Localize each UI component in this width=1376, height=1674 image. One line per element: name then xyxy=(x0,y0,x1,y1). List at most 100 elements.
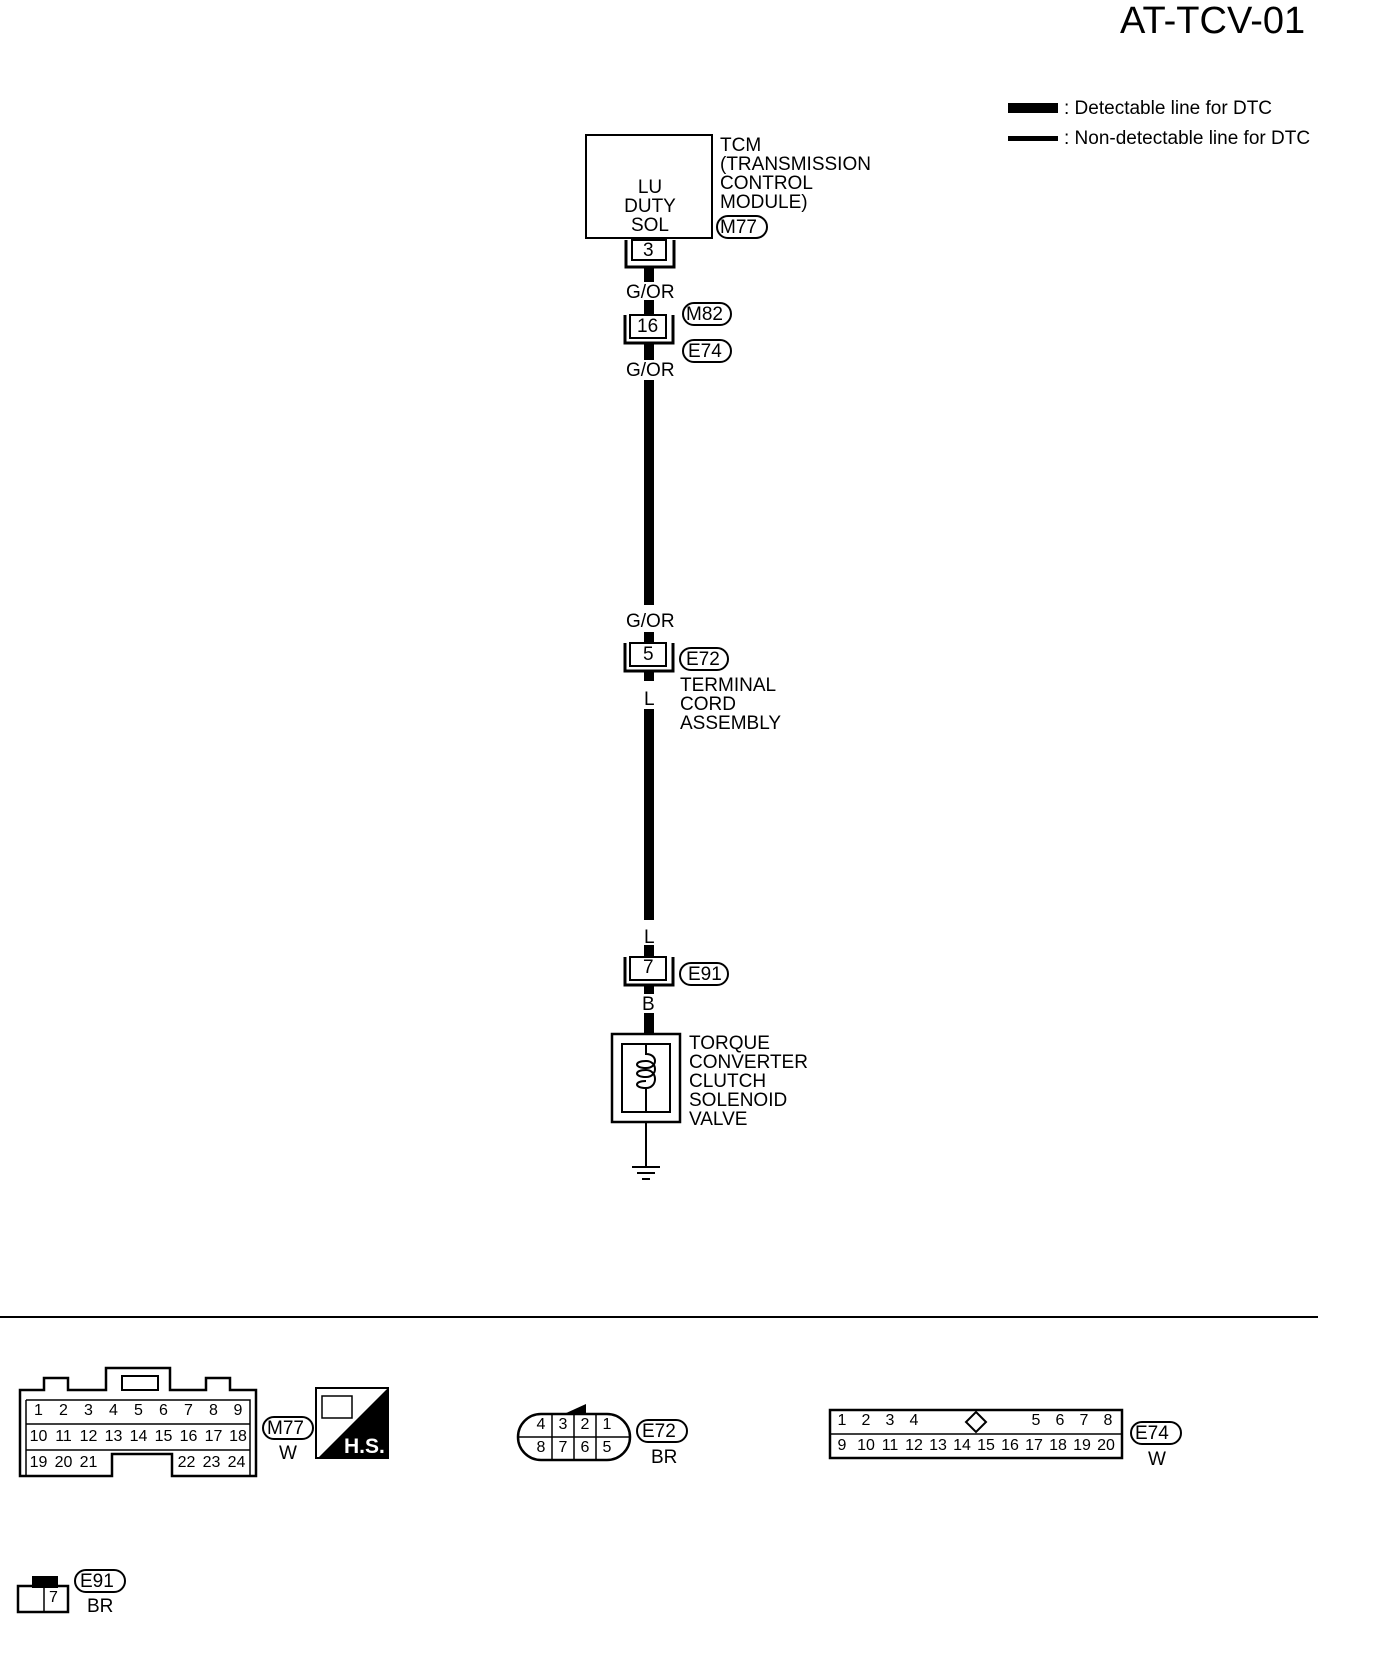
wire-color-3: G/OR xyxy=(626,611,675,632)
connector-oval-m82 xyxy=(682,302,732,326)
e74-bottom-pins: 9 10 11 12 13 14 15 16 17 18 19 20 xyxy=(830,1438,1122,1454)
wire-color-6: B xyxy=(642,994,655,1015)
wire-segment-2c xyxy=(644,632,654,643)
m77-face-color: W xyxy=(279,1443,297,1464)
tcm-pin: 3 xyxy=(643,240,654,261)
e74-pin: 6 xyxy=(1055,1412,1065,1429)
m77-pin: 7 xyxy=(184,1402,193,1419)
connector-oval-m77-face xyxy=(262,1416,314,1440)
legend-detectable-line-sample xyxy=(1008,103,1058,113)
ground-symbol-icon xyxy=(632,1166,660,1180)
e74-face-color: W xyxy=(1148,1449,1166,1470)
e74-pin: 1 xyxy=(837,1412,847,1429)
m77-pin: 16 xyxy=(179,1428,198,1445)
wire-color-2: G/OR xyxy=(626,360,675,381)
m77-pin: 8 xyxy=(209,1402,218,1419)
e74-pin: 2 xyxy=(861,1412,871,1429)
e72-bottom-pins: 8 7 6 5 xyxy=(530,1440,618,1456)
m77-pin-row-2: 10 11 12 13 14 15 16 17 18 xyxy=(26,1429,250,1445)
m77-pin: 20 xyxy=(54,1454,73,1471)
m77-pin: 21 xyxy=(79,1454,98,1471)
e91-connector-face xyxy=(16,1576,70,1614)
m77-pin: 1 xyxy=(34,1402,43,1419)
connector-oval-m77 xyxy=(716,215,768,239)
m77-pin: 2 xyxy=(59,1402,68,1419)
m77-pin: 18 xyxy=(229,1428,247,1445)
e72-pin: 6 xyxy=(580,1439,590,1456)
e74-pin: 18 xyxy=(1049,1437,1067,1454)
e74-pin: 3 xyxy=(885,1412,895,1429)
wire-segment-4b xyxy=(644,1013,654,1034)
m77-pin: 23 xyxy=(202,1454,221,1471)
m77-pin: 19 xyxy=(29,1454,48,1471)
m77-pin: 13 xyxy=(104,1428,123,1445)
wire-segment-3c xyxy=(644,945,654,957)
e72-top-pins: 4 3 2 1 xyxy=(530,1417,618,1433)
joint-e72-connector: E72 xyxy=(686,649,720,670)
m77-pin-row-3-right: 22 23 24 xyxy=(174,1455,249,1471)
e74-pin: 15 xyxy=(977,1437,995,1454)
e74-pin: 11 xyxy=(881,1437,899,1454)
e72-pin: 1 xyxy=(602,1416,612,1433)
legend-non-detectable-line-sample xyxy=(1008,136,1058,141)
e74-pin: 4 xyxy=(909,1412,919,1429)
e91-face-color: BR xyxy=(87,1596,114,1617)
connector-oval-e74-face xyxy=(1130,1421,1182,1445)
tcm-pin-box xyxy=(631,239,667,261)
m77-face-connector-id: M77 xyxy=(267,1418,304,1439)
e72-pin: 8 xyxy=(536,1439,546,1456)
m77-pin: 9 xyxy=(233,1402,243,1419)
e74-pin: 16 xyxy=(1001,1437,1019,1454)
m77-pin: 11 xyxy=(55,1428,72,1445)
e72-pin: 3 xyxy=(558,1416,568,1433)
e74-pin: 8 xyxy=(1103,1412,1113,1429)
e74-pin: 17 xyxy=(1025,1437,1043,1454)
joint-m82-e74-pin-box xyxy=(629,314,667,339)
legend-detectable-label: : Detectable line for DTC xyxy=(1064,98,1273,119)
wire-segment-1 xyxy=(644,267,654,282)
harness-side-icon xyxy=(315,1387,389,1459)
e91-face-pin: 7 xyxy=(49,1589,58,1606)
joint-e91-pin: 7 xyxy=(643,957,654,978)
wire-segment-1b xyxy=(644,300,654,315)
m77-pin: 6 xyxy=(159,1402,168,1419)
wire-color-4: L xyxy=(644,689,655,710)
tcm-box xyxy=(585,134,713,239)
m77-pin: 22 xyxy=(177,1454,196,1471)
joint-e91-connector: E91 xyxy=(688,964,722,985)
m77-pin: 12 xyxy=(79,1428,98,1445)
e74-face-connector-id: E74 xyxy=(1135,1423,1169,1444)
e74-pin: 13 xyxy=(929,1437,947,1454)
hs-label: H.S. xyxy=(344,1435,385,1458)
connector-oval-e91 xyxy=(679,962,729,986)
wire-color-1: G/OR xyxy=(626,282,675,303)
e74-pin: 19 xyxy=(1073,1437,1091,1454)
e72-pin: 2 xyxy=(580,1416,590,1433)
e74-pin: 20 xyxy=(1097,1437,1115,1454)
e74-top-right-pins: 5 6 7 8 xyxy=(1024,1413,1120,1429)
e72-face-connector-id: E72 xyxy=(642,1421,676,1442)
e91-face-connector-id: E91 xyxy=(80,1571,114,1592)
joint-e91-pin-box xyxy=(629,956,667,981)
joint-m82-connector: M82 xyxy=(686,304,723,325)
tcm-terminal-name: LU DUTY SOL xyxy=(624,177,676,236)
solenoid-coil-icon xyxy=(636,1044,656,1112)
page-id: AT-TCV-01 xyxy=(1120,0,1306,42)
wire-segment-2 xyxy=(644,343,654,360)
m77-pin-row-3-left: 19 20 21 xyxy=(26,1455,101,1471)
e74-top-left-pins: 1 2 3 4 xyxy=(830,1413,926,1429)
joint-e74-connector: E74 xyxy=(688,341,722,362)
m77-pin: 17 xyxy=(204,1428,223,1445)
wire-segment-3 xyxy=(644,671,654,681)
e72-face-color: BR xyxy=(651,1447,678,1468)
m77-pin-row-1: 1 2 3 4 5 6 7 8 9 xyxy=(26,1403,250,1419)
e74-pin: 12 xyxy=(905,1437,923,1454)
connector-oval-e74 xyxy=(682,339,732,363)
e74-pin: 10 xyxy=(857,1437,875,1454)
e72-connector-face xyxy=(516,1404,632,1462)
e74-pin: 14 xyxy=(953,1437,971,1454)
connector-oval-e72 xyxy=(679,647,729,671)
m77-pin: 15 xyxy=(154,1428,173,1445)
m77-pin: 3 xyxy=(84,1402,93,1419)
